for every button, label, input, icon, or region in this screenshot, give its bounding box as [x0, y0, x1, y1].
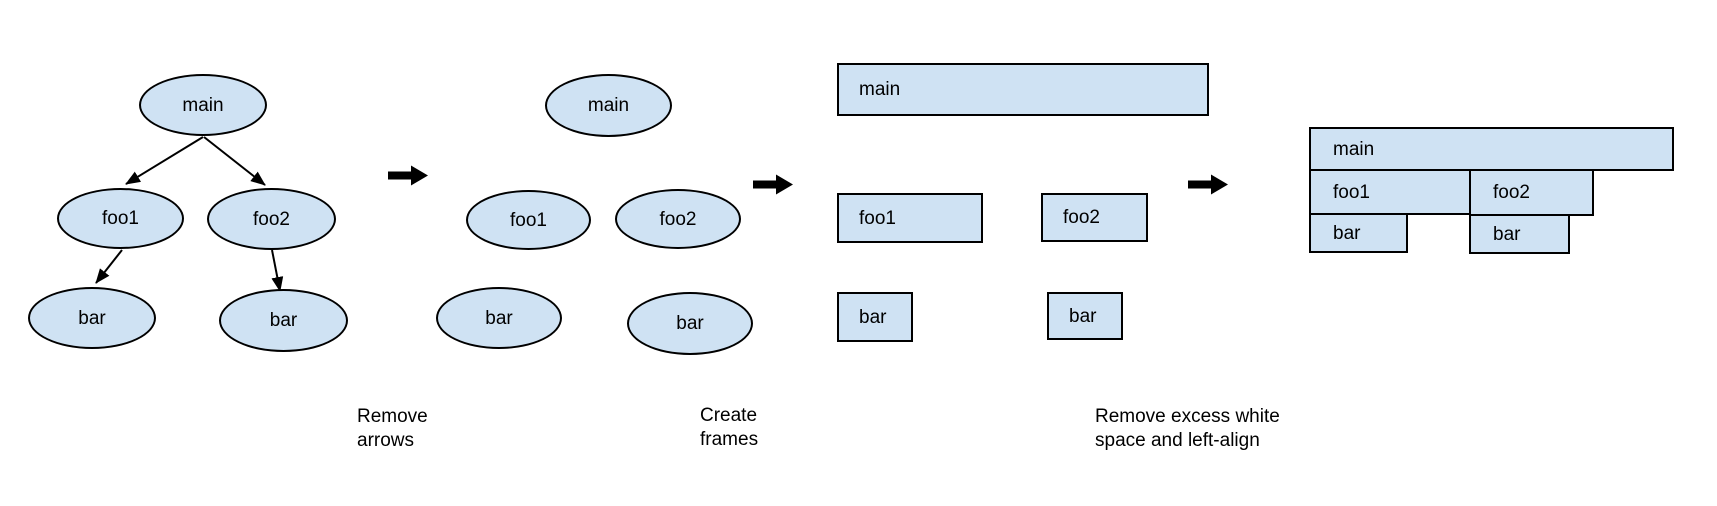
step2-block-arrow-icon — [753, 174, 793, 195]
frames-rect-foo1: foo1 — [837, 193, 983, 243]
tree-edge-main-foo1-arrow — [125, 136, 204, 185]
tree-node-bar-right-label: bar — [269, 310, 298, 331]
noarrows-node-main: main — [545, 74, 672, 137]
frames-rect-foo2: foo2 — [1041, 193, 1148, 242]
noarrows-node-foo2-label: foo2 — [659, 208, 697, 230]
flame-rect-foo2-label: foo2 — [1493, 182, 1530, 203]
flame-rect-bar-right: bar — [1469, 214, 1570, 254]
tree-node-foo1: foo1 — [57, 188, 184, 249]
noarrows-node-foo2: foo2 — [615, 189, 741, 249]
flame-rect-bar-left: bar — [1309, 213, 1408, 253]
frames-rect-main: main — [837, 63, 1209, 116]
tree-node-main-label: main — [182, 94, 224, 116]
noarrows-node-bar-left-label: bar — [485, 307, 513, 329]
flame-rect-bar-right-label: bar — [1493, 223, 1521, 245]
tree-node-main: main — [139, 74, 267, 136]
tree-node-foo1-label: foo1 — [102, 208, 139, 229]
noarrows-node-main-label: main — [587, 95, 630, 116]
tree-node-bar-right: bar — [219, 289, 348, 352]
noarrows-node-foo1-label: foo1 — [510, 209, 547, 231]
tree-edge-foo1-bar-arrow — [95, 249, 123, 284]
noarrows-node-bar-left: bar — [436, 287, 562, 349]
step3-block-arrow-icon — [1188, 174, 1228, 195]
caption-step1: Remove arrows — [357, 406, 428, 451]
caption-step3: Remove excess white space and left-align — [1095, 406, 1280, 451]
tree-node-foo2-label: foo2 — [253, 208, 290, 230]
noarrows-node-foo1: foo1 — [466, 190, 591, 250]
tree-node-foo2: foo2 — [207, 188, 336, 250]
frames-rect-foo1-label: foo1 — [859, 207, 896, 229]
caption-step2: Create frames — [700, 405, 759, 450]
tree-edge-foo2-bar-arrow — [271, 249, 284, 292]
flame-rect-foo1-label: foo1 — [1333, 181, 1370, 203]
frames-rect-bar-right-label: bar — [1069, 305, 1097, 327]
tree-node-bar-left-label: bar — [78, 307, 106, 329]
frames-rect-main-label: main — [859, 79, 901, 100]
noarrows-node-bar-right-label: bar — [676, 313, 704, 334]
frames-rect-foo2-label: foo2 — [1063, 207, 1100, 228]
flame-rect-bar-left-label: bar — [1333, 222, 1361, 244]
flame-rect-foo2: foo2 — [1469, 169, 1594, 216]
tree-edge-main-foo2-arrow — [203, 136, 266, 186]
frames-rect-bar-left: bar — [837, 292, 913, 342]
flame-rect-main: main — [1309, 127, 1674, 171]
tree-node-bar-left: bar — [28, 287, 156, 349]
frames-rect-bar-right: bar — [1047, 292, 1123, 340]
step1-block-arrow-icon — [388, 165, 428, 186]
flame-rect-foo1: foo1 — [1309, 169, 1471, 215]
noarrows-node-bar-right: bar — [627, 292, 753, 355]
frames-rect-bar-left-label: bar — [859, 306, 887, 328]
flame-rect-main-label: main — [1333, 138, 1375, 160]
